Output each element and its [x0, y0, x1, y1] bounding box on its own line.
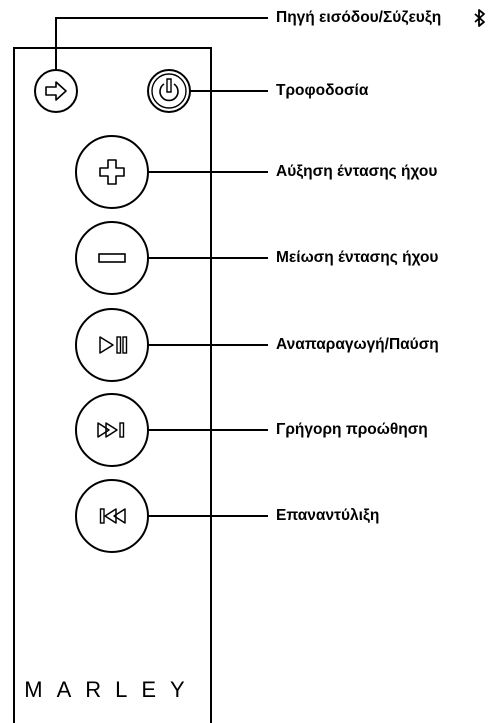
brand-logo: MARLEY	[24, 677, 199, 702]
input-label: Πηγή εισόδου/Σύζευξη	[276, 9, 442, 26]
play-pause-label: Αναπαραγωγή/Παύση	[276, 336, 439, 353]
rewind-icon	[99, 508, 126, 524]
play-pause-button[interactable]	[75, 308, 149, 382]
input-leader-line	[55, 17, 268, 70]
fast-forward-icon	[97, 422, 125, 438]
plus-icon	[99, 159, 125, 185]
volume-down-label: Μείωση έντασης ήχου	[276, 249, 439, 266]
power-label: Τροφοδοσία	[276, 82, 369, 99]
volume-down-button[interactable]	[75, 221, 149, 295]
input-button[interactable]	[34, 69, 78, 113]
arrow-right-icon	[45, 81, 67, 101]
power-icon	[159, 78, 179, 102]
minus-icon	[98, 253, 126, 263]
volume-up-label: Αύξηση έντασης ήχου	[276, 163, 438, 180]
power-button[interactable]	[147, 69, 191, 113]
rewind-label: Επαναντύλιξη	[276, 507, 380, 524]
bluetooth-icon	[474, 9, 485, 27]
volume-up-button[interactable]	[75, 135, 149, 209]
remote-body	[13, 47, 212, 723]
fast-forward-label: Γρήγορη προώθηση	[276, 421, 428, 438]
fast-forward-button[interactable]	[75, 393, 149, 467]
rewind-button[interactable]	[75, 479, 149, 553]
play-pause-icon	[99, 336, 128, 354]
